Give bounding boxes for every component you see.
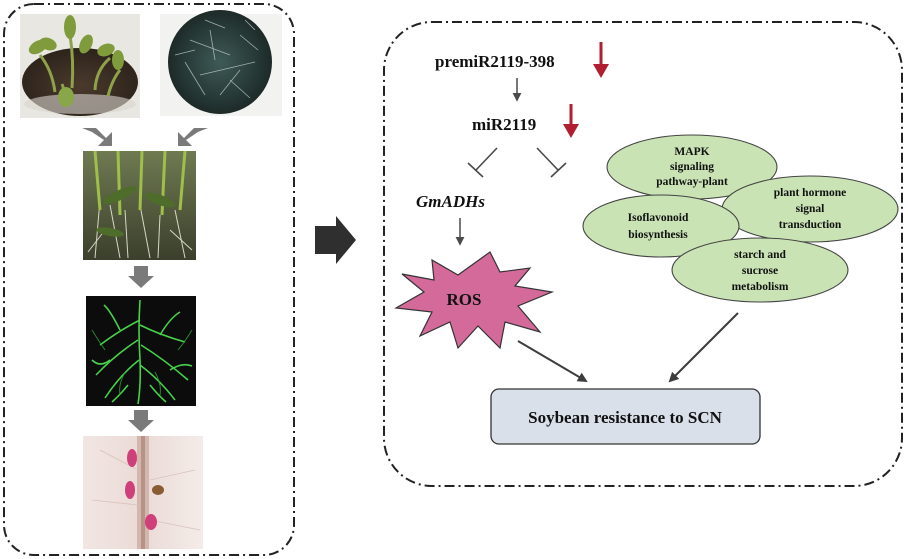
premir-label: premiR2119-398 <box>435 52 555 71</box>
gene-label: GmADHs <box>416 192 485 211</box>
left-panel-frame <box>3 3 295 556</box>
ros-burst: ROS <box>394 251 555 350</box>
main-flow-arrow <box>315 216 356 264</box>
starch-line-1: starch and <box>734 249 786 261</box>
arrow-ros-to-outcome <box>517 340 588 383</box>
mapk-line-1: MAPK <box>674 146 709 158</box>
flow-arrow-down-1 <box>128 266 154 288</box>
ros-label: ROS <box>447 290 482 309</box>
starch-line-3: metabolism <box>732 281 789 293</box>
hormone-line-2: signal <box>796 203 825 215</box>
starch-line-2: sucrose <box>742 265 778 277</box>
flow-arrows-to-roots <box>82 128 208 146</box>
isoflavonoid-line-1: Isoflavonoid <box>628 212 689 224</box>
mapk-line-3: pathway-plant <box>656 176 728 188</box>
flow-arrow-down-2 <box>128 410 154 432</box>
arrow-pathways-to-outcome <box>668 312 739 383</box>
pathway-ellipse-hormone: plant hormone signal transduction <box>721 175 899 243</box>
inoculated-roots-photo <box>83 150 196 260</box>
right-panel-frame <box>383 21 903 487</box>
hormone-line-3: transduction <box>779 219 842 231</box>
outcome-box: Soybean resistance to SCN <box>490 388 761 445</box>
outcome-label: Soybean resistance to SCN <box>528 408 722 427</box>
mir-inhibits-pathways <box>536 147 567 178</box>
soybean-seedlings-photo <box>20 14 140 118</box>
mapk-line-2: signaling <box>670 161 714 173</box>
isoflavonoid-line-2: biosynthesis <box>628 229 688 241</box>
pathway-ellipse-starch: starch and sucrose metabolism <box>671 237 849 303</box>
mir-inhibits-gmadhs <box>467 147 498 178</box>
hormone-line-1: plant hormone <box>774 187 847 199</box>
nematode-culture-dish-photo <box>160 10 282 116</box>
stained-root-system-photo <box>86 296 196 406</box>
mir-label: miR2119 <box>472 115 536 134</box>
premir-down-arrow <box>593 42 609 78</box>
pathway-ellipse-isoflavonoid: Isoflavonoid biosynthesis <box>582 194 740 258</box>
mir-down-arrow <box>563 104 579 138</box>
root-with-cysts-closeup-photo <box>83 436 203 549</box>
